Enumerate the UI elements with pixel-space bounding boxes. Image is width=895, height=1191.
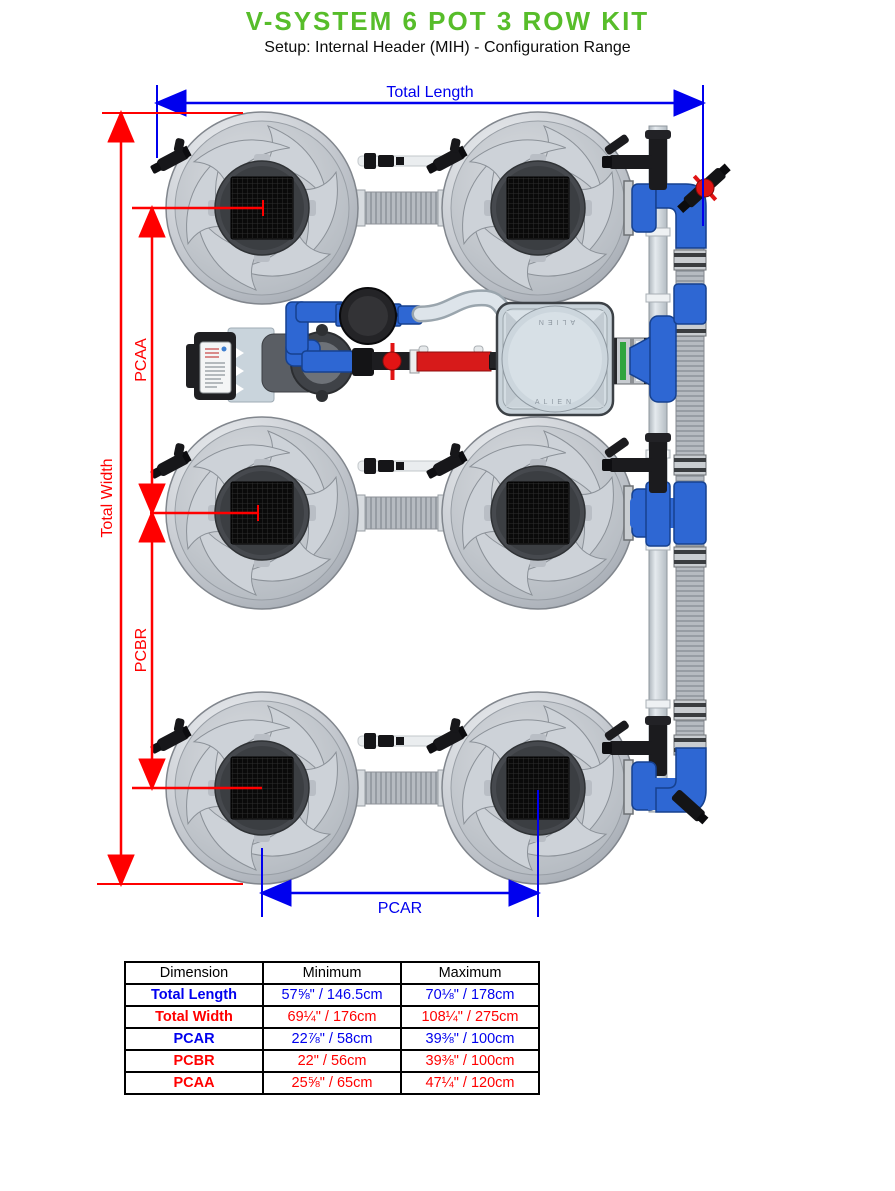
table-row: PCBR 22" / 56cm 39⅜" / 100cm [124, 1049, 540, 1073]
dim-min-total-length: 57⅝" / 146.5cm [262, 983, 402, 1007]
dim-max-total-length: 70⅛" / 178cm [400, 983, 540, 1007]
dim-max-pcaa: 47¼" / 120cm [400, 1071, 540, 1095]
pcaa-label: PCAA [133, 338, 150, 382]
dim-min-pcbr: 22" / 56cm [262, 1049, 402, 1073]
reservoir-brand-bottom: ALIEN [535, 399, 575, 406]
return-manifold [602, 125, 731, 825]
table-row: Total Length 57⅝" / 146.5cm 70⅛" / 178cm [124, 983, 540, 1007]
table-row: PCAA 25⅝" / 65cm 47¼" / 120cm [124, 1071, 540, 1095]
page-title: V-SYSTEM 6 POT 3 ROW KIT [245, 6, 650, 36]
manifold-elbow-bottom [623, 747, 707, 815]
manifold-tee-mid [623, 481, 707, 547]
dimension-pcar: PCAR [259, 790, 541, 917]
dim-name-total-length: Total Length [124, 983, 264, 1007]
dim-min-total-width: 69¼" / 176cm [262, 1005, 402, 1029]
feed-line [352, 343, 502, 380]
dim-name-pcar: PCAR [124, 1027, 264, 1051]
dim-max-total-width: 108¼" / 275cm [400, 1005, 540, 1029]
drain-fitting-bottom-icon [671, 789, 709, 825]
dimension-table: Dimension Minimum Maximum Total Length 5… [124, 961, 540, 1095]
drain-valve-top-icon [677, 163, 731, 214]
table-row: PCAR 22⅞" / 58cm 39⅜" / 100cm [124, 1027, 540, 1051]
dimension-total-length: Total Length [154, 84, 706, 226]
dim-max-pcbr: 39⅜" / 100cm [400, 1049, 540, 1073]
dim-min-pcar: 22⅞" / 58cm [262, 1027, 402, 1051]
pcar-label: PCAR [378, 900, 422, 917]
dim-name-pcbr: PCBR [124, 1049, 264, 1073]
dim-name-pcaa: PCAA [124, 1071, 264, 1095]
red-feed-pipe [416, 351, 492, 372]
dim-min-pcaa: 25⅝" / 65cm [262, 1071, 402, 1095]
col-header-maximum: Maximum [400, 961, 540, 985]
col-header-minimum: Minimum [262, 961, 402, 985]
table-row: Total Width 69¼" / 176cm 108¼" / 275cm [124, 1005, 540, 1029]
dimension-total-width: Total Width [97, 110, 243, 887]
reservoir: ALIEN ALIEN [490, 301, 615, 417]
manifold-wye [629, 283, 707, 403]
reservoir-brand-top: ALIEN [535, 318, 575, 325]
total-length-label: Total Length [386, 84, 473, 101]
page-subtitle: Setup: Internal Header (MIH) - Configura… [264, 39, 631, 56]
dimension-pcaa: PCAA [132, 200, 264, 516]
total-width-label: Total Width [99, 458, 116, 537]
pot-row1-right [419, 109, 643, 307]
table-header-row: Dimension Minimum Maximum [124, 961, 540, 985]
dimension-pcbr: PCBR [132, 505, 262, 791]
pcbr-label: PCBR [133, 628, 150, 672]
dim-max-pcar: 39⅜" / 100cm [400, 1027, 540, 1051]
pump-assembly [186, 287, 533, 403]
pot-row2-right [419, 414, 643, 612]
row-connector-pipes [349, 152, 454, 807]
dim-name-total-width: Total Width [124, 1005, 264, 1029]
page-header: V-SYSTEM 6 POT 3 ROW KIT Setup: Internal… [0, 0, 895, 57]
col-header-dimension: Dimension [124, 961, 264, 985]
pot-row3-right [419, 689, 643, 887]
